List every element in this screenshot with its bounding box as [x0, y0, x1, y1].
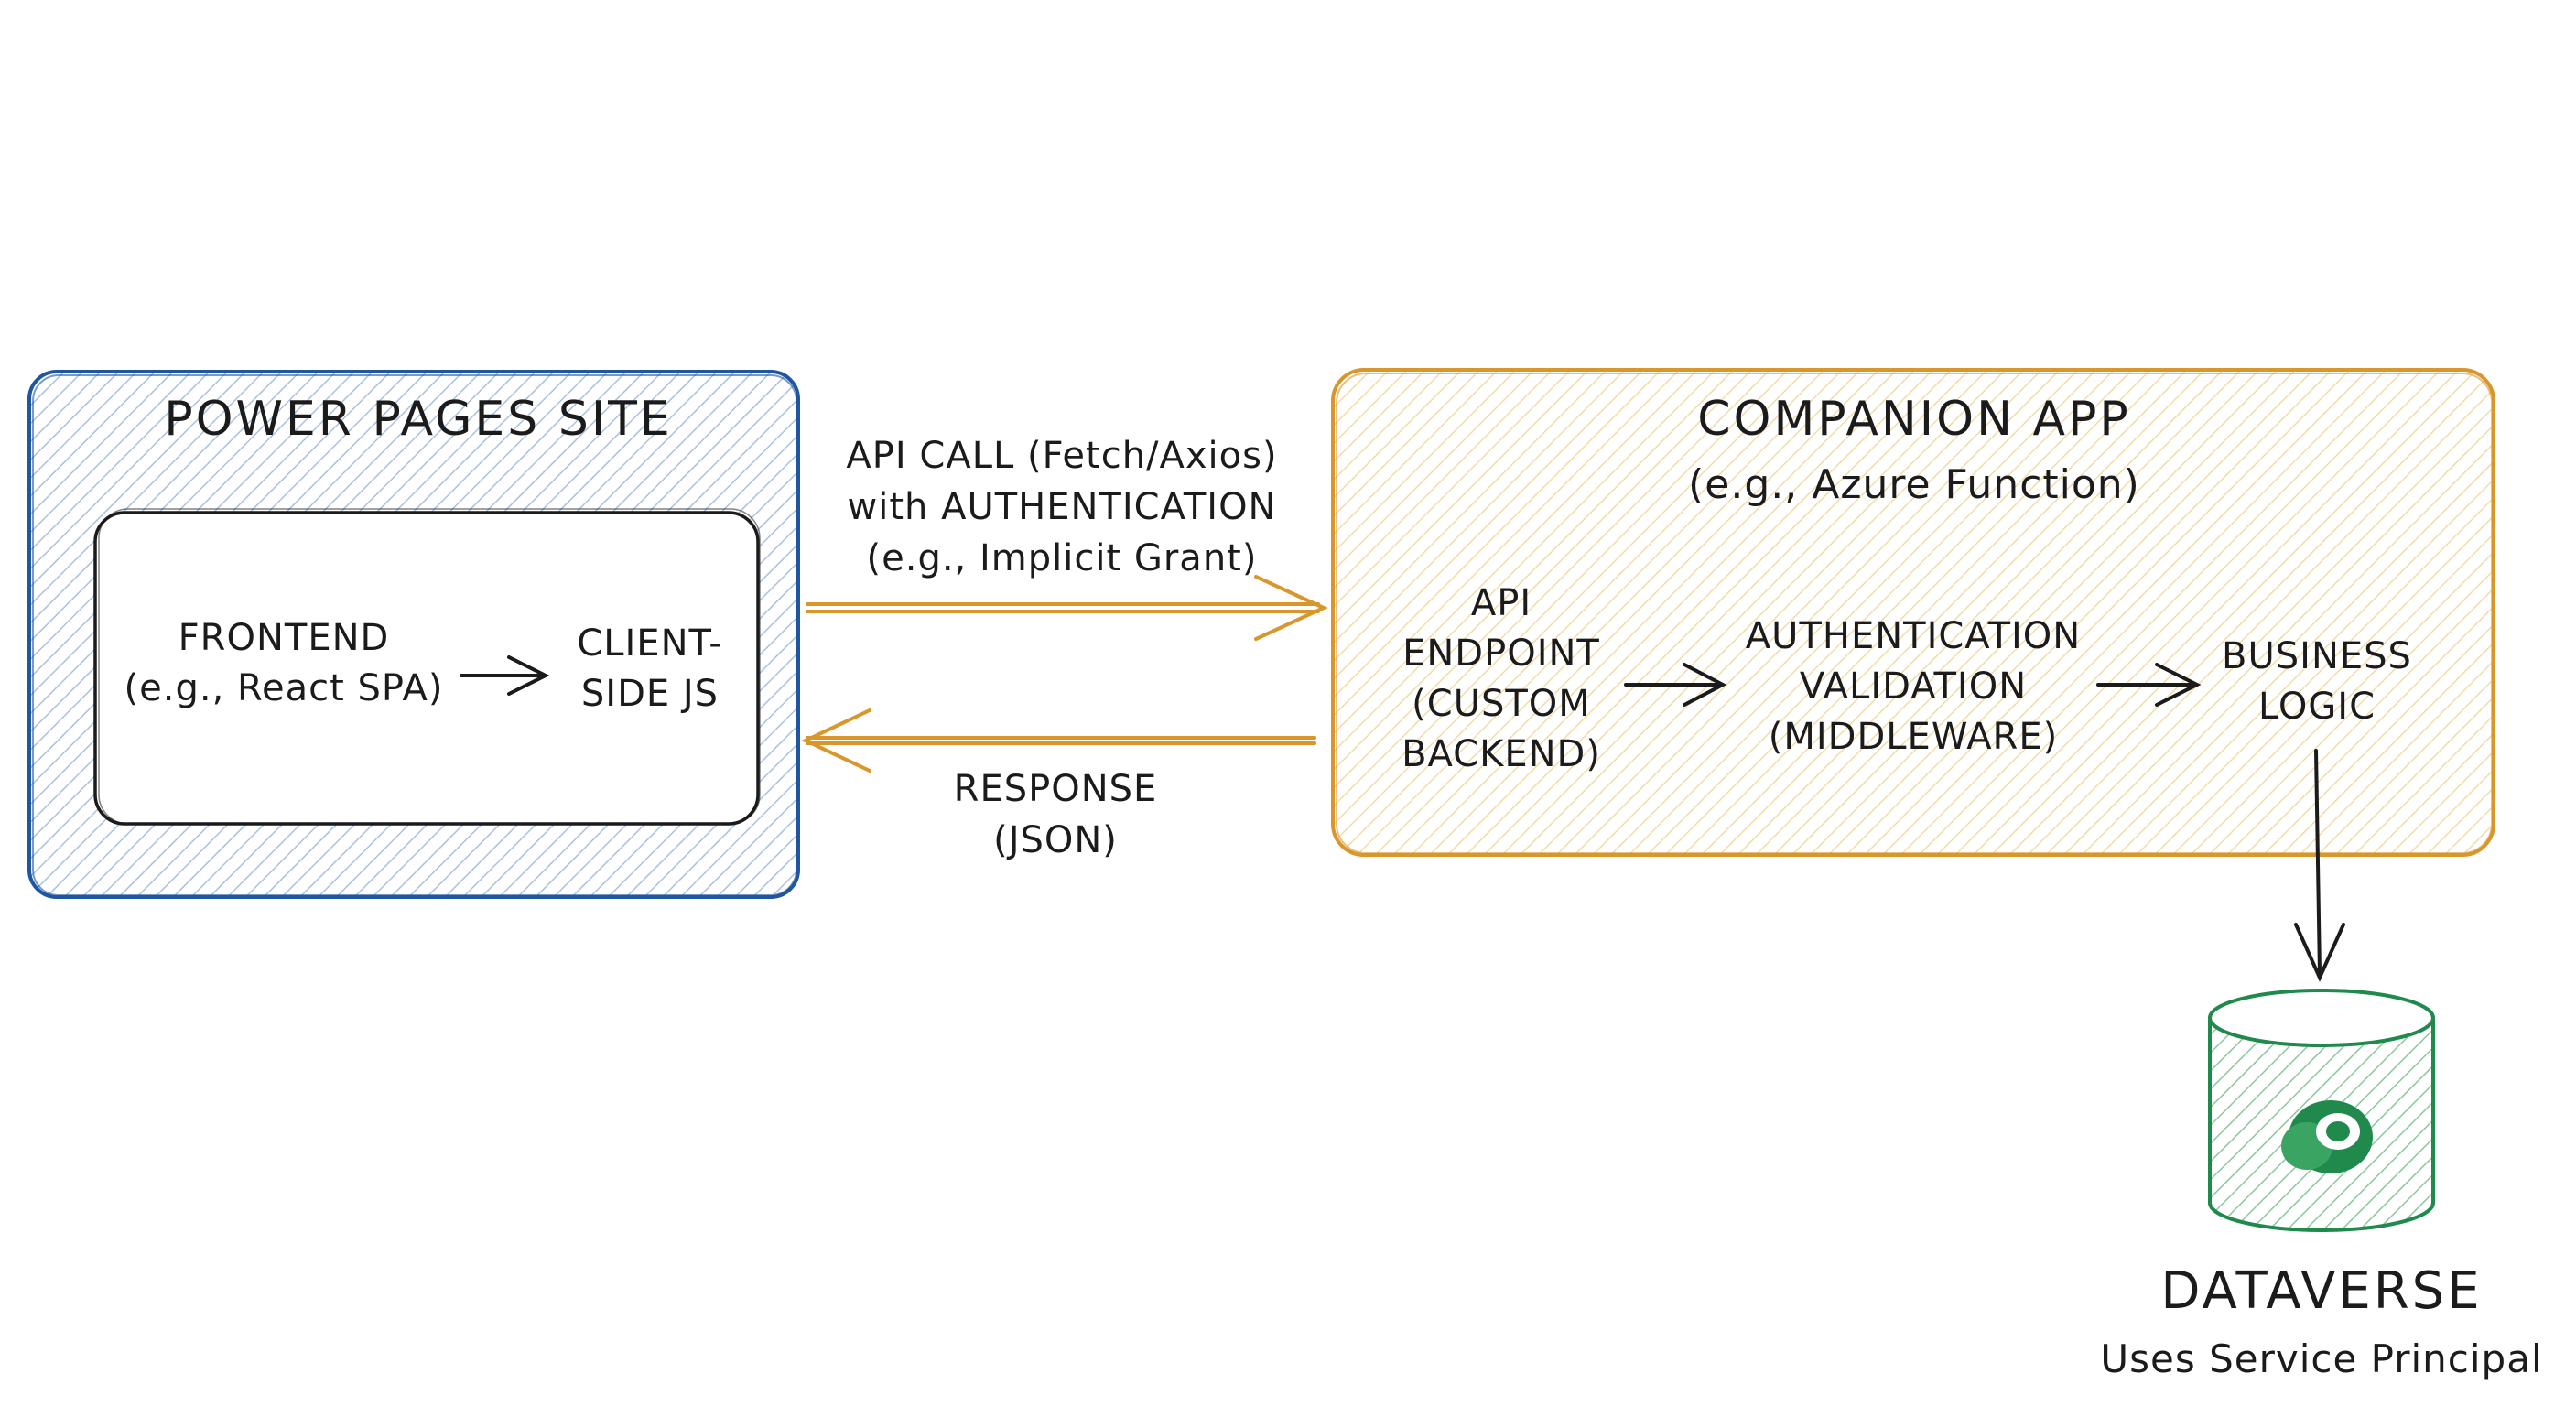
- frontend-line-1: FRONTEND: [178, 617, 390, 659]
- request-line-3: (e.g., Implicit Grant): [866, 537, 1258, 579]
- auth-line-1: AUTHENTICATION: [1745, 615, 2082, 657]
- logic-line-1: BUSINESS: [2222, 635, 2412, 677]
- request-line-1: API CALL (Fetch/Axios): [846, 435, 1278, 477]
- response-line-1: RESPONSE: [953, 768, 1158, 810]
- frontend-line-2: (e.g., React SPA): [124, 667, 444, 709]
- client-js-line-2: SIDE JS: [580, 673, 720, 715]
- endpoint-line-3: (CUSTOM: [1412, 683, 1591, 725]
- frontend-inner-box: [93, 508, 761, 826]
- response-label: RESPONSE (JSON): [897, 763, 1214, 866]
- auth-validation-label: AUTHENTICATION VALIDATION (MIDDLEWARE): [1721, 611, 2105, 762]
- frontend-label: FRONTEND (e.g., React SPA): [110, 613, 458, 714]
- power-pages-title: POWER PAGES SITE: [164, 392, 673, 447]
- endpoint-line-4: BACKEND): [1402, 733, 1601, 775]
- logic-line-2: LOGIC: [2257, 686, 2376, 728]
- logic-to-dataverse-arrow: [2294, 749, 2345, 982]
- dataverse-caption: Uses Service Principal: [2100, 1336, 2543, 1381]
- business-logic-label: BUSINESS LOGIC: [2193, 632, 2441, 732]
- request-arrow: [806, 575, 1328, 641]
- client-js-line-1: CLIENT-: [577, 622, 723, 665]
- client-js-label: CLIENT- SIDE JS: [549, 619, 751, 719]
- dataverse-logo-icon: [2281, 1100, 2373, 1173]
- request-line-2: with AUTHENTICATION: [847, 486, 1277, 528]
- endpoint-to-auth-arrow: [1624, 663, 1727, 707]
- response-line-2: (JSON): [993, 819, 1118, 861]
- auth-to-logic-arrow: [2096, 663, 2202, 707]
- dataverse-title: DATAVERSE: [2160, 1261, 2483, 1321]
- companion-title: COMPANION APP: [1697, 392, 2131, 447]
- request-label: API CALL (Fetch/Axios) with AUTHENTICATI…: [811, 430, 1313, 584]
- response-arrow: [801, 708, 1316, 773]
- auth-line-3: (MIDDLEWARE): [1768, 716, 2059, 758]
- frontend-to-clientjs-arrow: [460, 655, 550, 696]
- endpoint-line-1: API: [1470, 582, 1532, 624]
- companion-subtitle: (e.g., Azure Function): [1688, 461, 2140, 508]
- companion-app-box: [1331, 368, 2495, 857]
- auth-line-2: VALIDATION: [1799, 665, 2028, 708]
- endpoint-line-2: ENDPOINT: [1402, 633, 1600, 675]
- api-endpoint-label: API ENDPOINT (CUSTOM BACKEND): [1364, 579, 1639, 780]
